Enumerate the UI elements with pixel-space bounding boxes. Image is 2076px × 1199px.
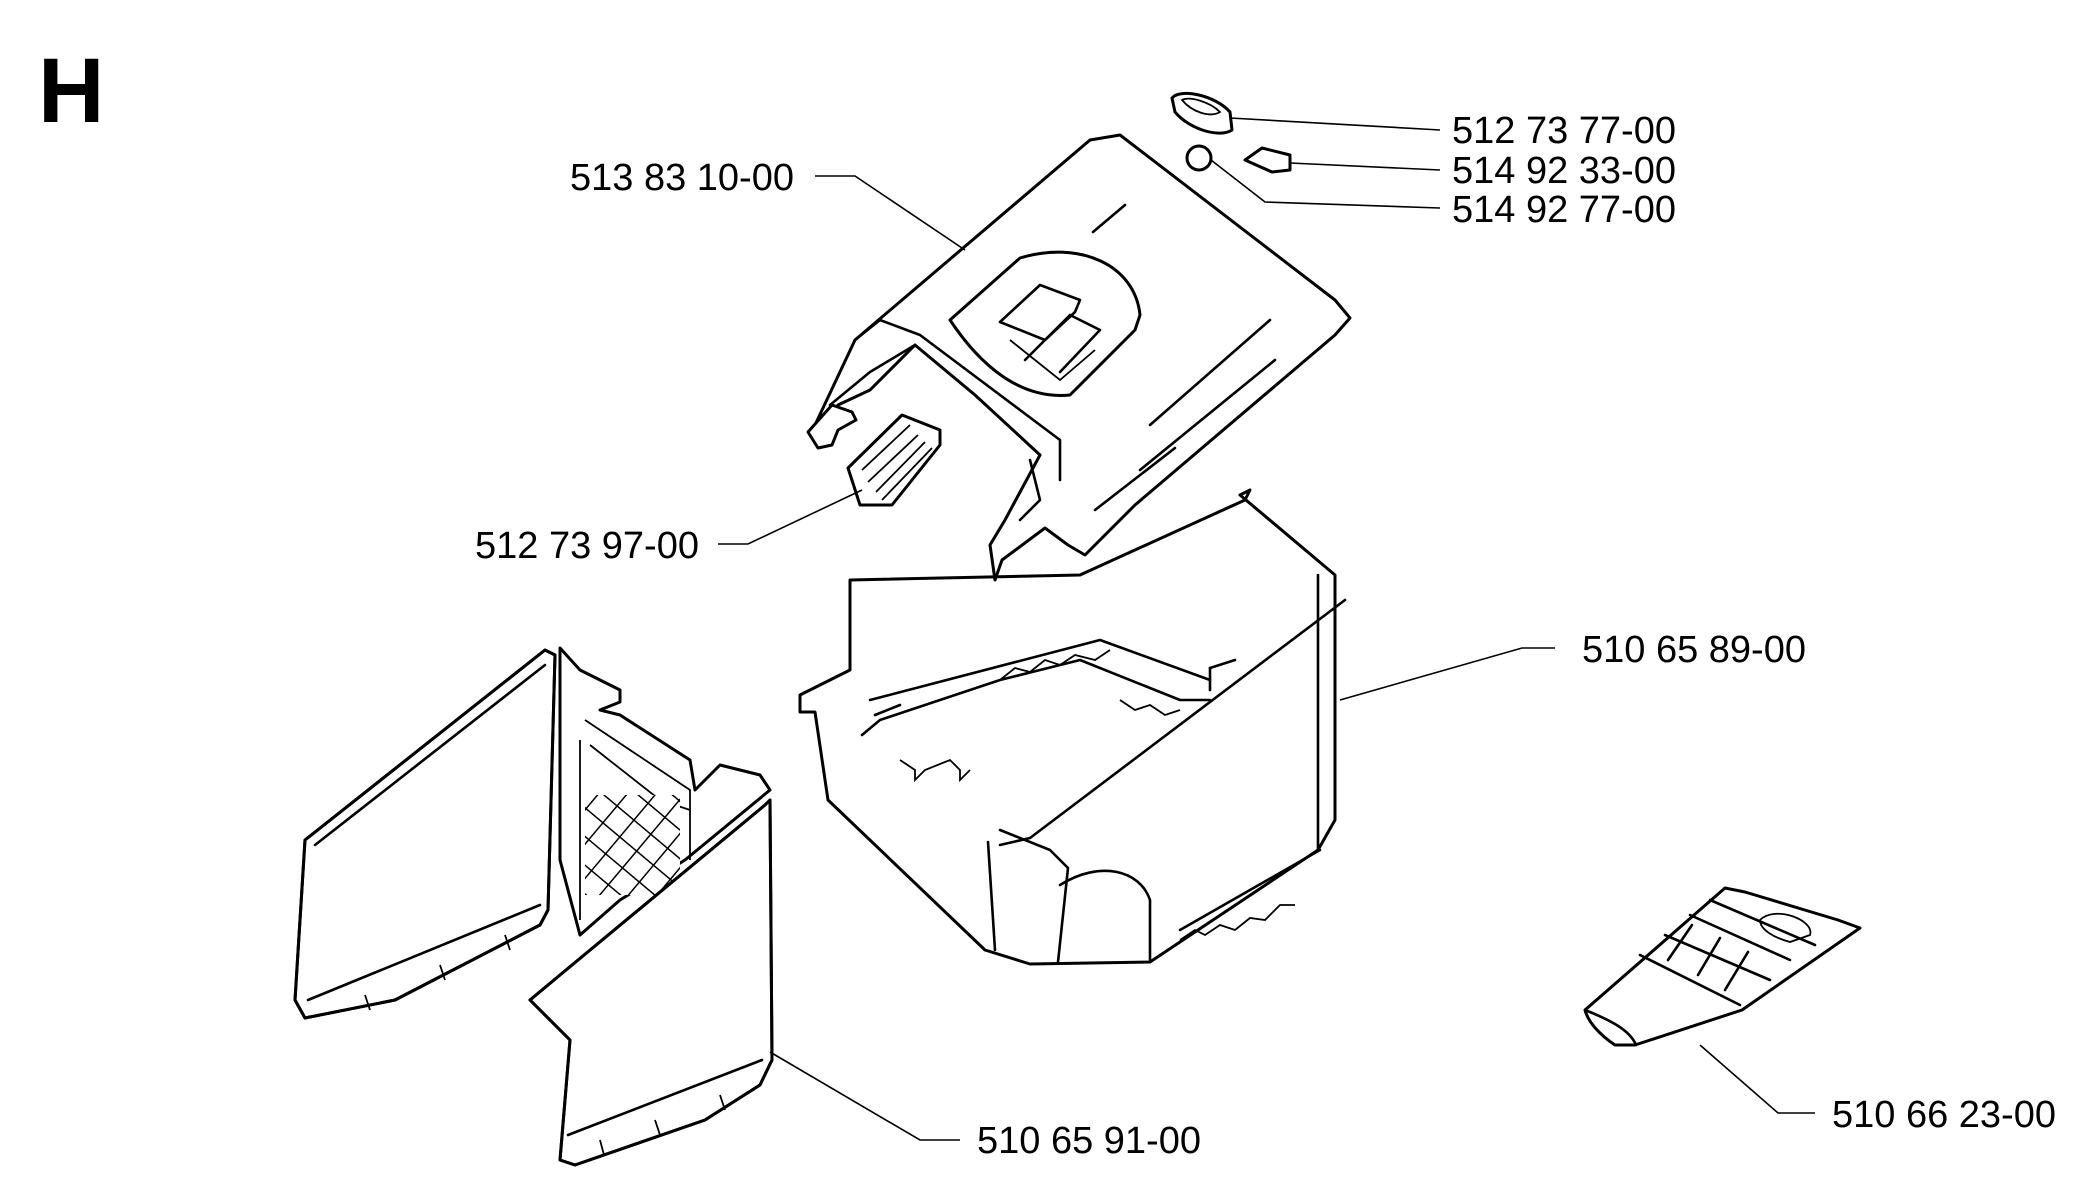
ring-drawing: [1185, 144, 1213, 172]
side-mesh-panels-drawing: [293, 646, 774, 1167]
part-label-bin: 510 65 89-00: [1582, 629, 1806, 671]
leader-lines: [718, 117, 1815, 1141]
cover-lid-drawing: [806, 133, 1352, 582]
part-label-cover: 513 83 10-00: [570, 157, 794, 199]
deflector-drawing: [1583, 886, 1862, 1047]
part-label-deflector: 510 66 23-00: [1832, 1094, 2056, 1136]
clip-drawing: [1243, 146, 1292, 174]
part-label-side-mesh: 510 65 91-00: [977, 1120, 1201, 1162]
section-letter: H: [38, 40, 104, 142]
part-label-clip: 514 92 33-00: [1452, 150, 1676, 192]
part-label-cap: 512 73 77-00: [1452, 110, 1676, 152]
cap-drawing: [1170, 91, 1234, 135]
collection-bin-drawing: [798, 488, 1347, 966]
part-label-ring: 514 92 77-00: [1452, 189, 1676, 231]
part-label-handle-grip: 512 73 97-00: [475, 525, 699, 567]
handle-grip-drawing: [846, 413, 942, 507]
